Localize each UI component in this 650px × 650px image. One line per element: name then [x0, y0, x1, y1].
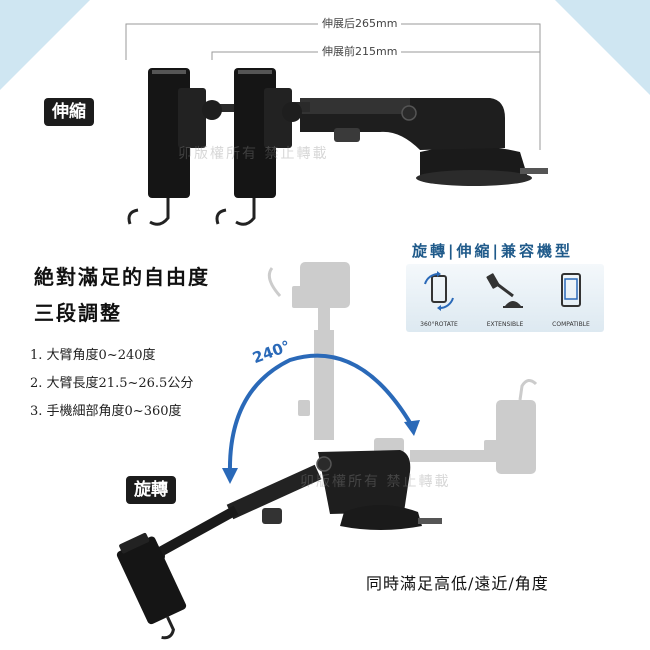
feature-compatible: COMPATIBLE: [538, 264, 604, 332]
feature-extensible: EXTENSIBLE: [472, 264, 538, 332]
dimension-label-before: 伸展前215mm: [318, 45, 402, 59]
corner-decoration-left: [0, 0, 90, 90]
headline-line2: 三段調整: [34, 301, 122, 325]
mount-body-highlight: [300, 98, 410, 114]
adjust-dial: [334, 128, 360, 142]
feature-panel: 360°ROTATE EXTENSIBLE COMPATIBLE: [406, 264, 604, 332]
spec-item: 3. 手機細部角度0~360度: [30, 404, 182, 419]
phone-holder-extended: [127, 68, 206, 226]
rotate-tag: 旋轉: [126, 476, 176, 504]
spec-item: 1. 大臂角度0~240度: [30, 348, 156, 363]
rotation-angle-arc: [227, 353, 414, 475]
watermark-top: 卯版權所有 禁止轉載: [178, 146, 329, 162]
arc-arrow-left-icon: [222, 468, 238, 484]
rotation-dial: [262, 508, 282, 524]
extend-tag: 伸縮: [44, 98, 94, 126]
ball-joint: [202, 100, 222, 120]
rotation-mount-body: [318, 450, 411, 514]
phone-holder-retracted: [215, 68, 292, 226]
compatible-phone-icon: [561, 273, 581, 307]
rotation-cable: [418, 518, 442, 524]
rotation-lock-knob: [316, 456, 332, 472]
rotation-suction-base: [340, 505, 422, 530]
rotation-arm-upper: [226, 464, 322, 520]
dimension-label-after: 伸展后265mm: [318, 17, 402, 31]
headline-line1: 絶對滿足的自由度: [34, 265, 210, 289]
suction-base: [416, 146, 548, 186]
arc-arrow-right-icon: [404, 420, 420, 436]
rotate-phone-icon: [424, 271, 454, 311]
rotation-arm-lower: [157, 505, 239, 557]
ball-joint: [282, 102, 302, 122]
feature-rotate: 360°ROTATE: [406, 264, 472, 332]
watermark-bottom: 卯版權所有 禁止轉載: [300, 474, 451, 490]
feature-label: 360°ROTATE: [420, 321, 458, 328]
extension-illustration: [125, 23, 548, 226]
corner-decoration-right: [555, 0, 650, 95]
feature-label: COMPATIBLE: [552, 321, 590, 328]
extensible-arm-icon: [486, 273, 523, 308]
ghost-holder-right: [374, 379, 538, 474]
rotated-phone-holder: [116, 532, 187, 640]
feature-title: 旋轉|伸縮|兼容機型: [412, 242, 573, 260]
feature-label: EXTENSIBLE: [486, 321, 524, 328]
spec-item: 2. 大臂長度21.5~26.5公分: [30, 376, 194, 391]
bottom-caption: 同時滿足高低/遠近/角度: [366, 574, 549, 593]
rotation-illustration: [116, 262, 538, 640]
lock-knob: [401, 105, 417, 121]
dimension-line-before: [211, 51, 540, 60]
